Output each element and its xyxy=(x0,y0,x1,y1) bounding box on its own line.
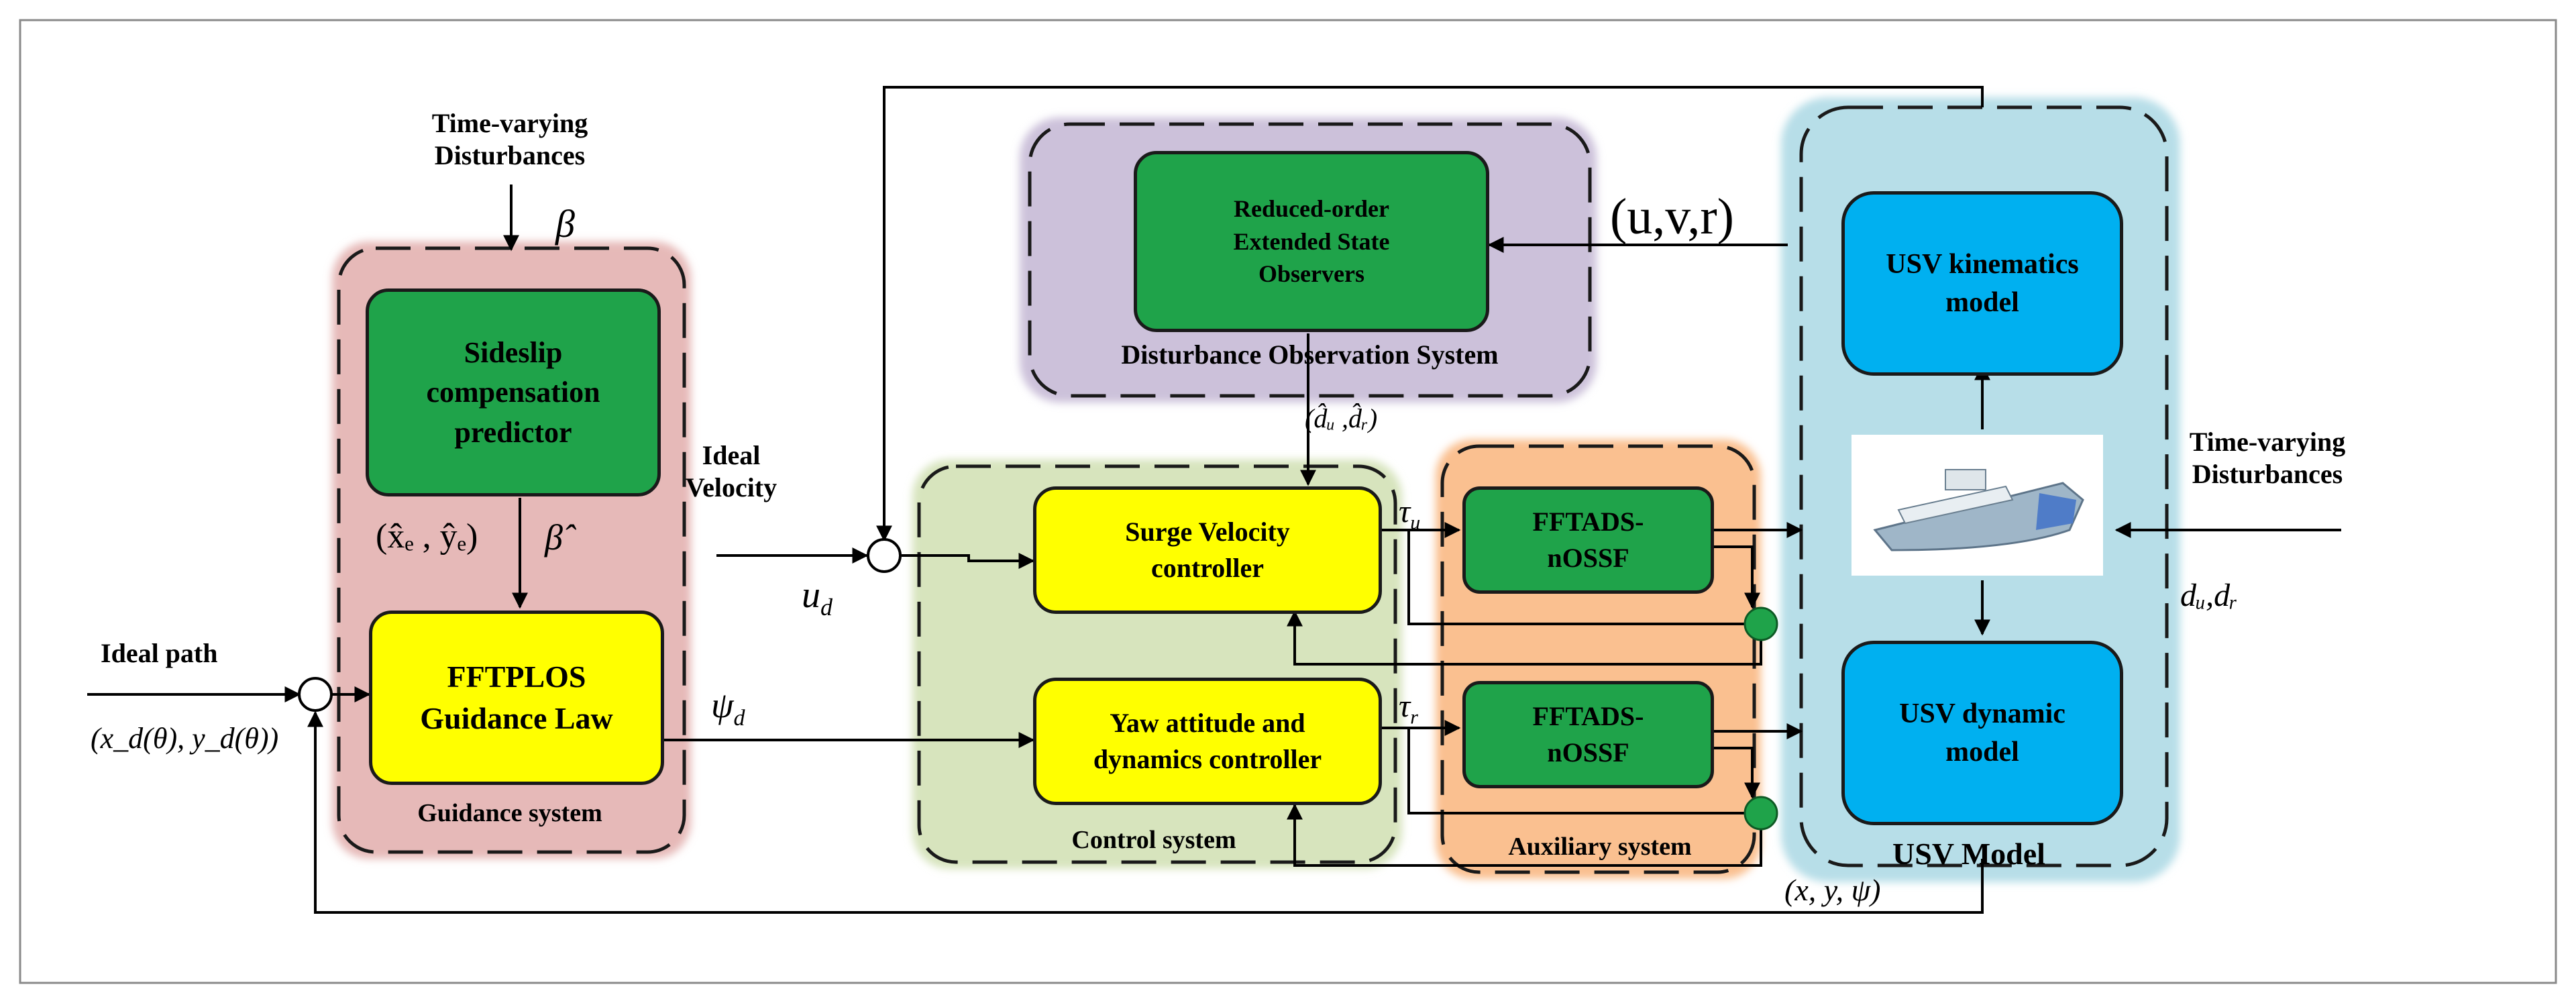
tau-u-branch xyxy=(1407,530,1744,625)
eso-line-3: Observers xyxy=(1258,260,1364,288)
fftads2-line-2: nOSSF xyxy=(1547,737,1629,768)
beta-hat-label: β̂ xyxy=(545,517,563,558)
fftads1-line-2: nOSSF xyxy=(1547,543,1629,573)
guidance-system-label: Guidance system xyxy=(417,799,602,827)
sideslip-line-1: Sideslip xyxy=(464,335,563,369)
surge-line-1: Surge Velocity xyxy=(1125,517,1290,547)
kinematics-line-1: USV kinematics xyxy=(1886,248,2079,280)
sideslip-line-3: predictor xyxy=(454,415,572,449)
tau-u-label: τu xyxy=(1399,493,1420,535)
top-feedback-line xyxy=(876,86,1984,542)
fftplos-line-2: Guidance Law xyxy=(420,701,613,735)
control-system-label: Control system xyxy=(1071,826,1236,854)
eso-line-1: Reduced-order xyxy=(1234,195,1389,223)
u-d-label: ud xyxy=(802,574,833,621)
beta-label: β xyxy=(555,202,575,246)
guidance-system-border xyxy=(337,246,686,854)
yaw-controller-block: Yaw attitude and dynamics controller xyxy=(1033,678,1382,805)
tau-u-sub: u xyxy=(1410,511,1421,534)
fftads1-line-1: FFTADS- xyxy=(1532,507,1644,537)
uvr-label: (u,v,r) xyxy=(1610,189,1734,245)
fftplos-line-1: FFTPLOS xyxy=(447,659,586,694)
ideal-velocity-line-1: Ideal xyxy=(702,440,761,470)
psi-d-main: ψ xyxy=(711,685,734,725)
du-dr-hat-label: (d̂ᵤ ,d̂ᵣ) xyxy=(1305,403,1378,433)
usv-dynamic-block: USV dynamic model xyxy=(1841,641,2123,825)
dynamic-line-1: USV dynamic xyxy=(1899,698,2065,729)
ship-image xyxy=(1851,435,2103,576)
fftads-block-1: FFTADS- nOSSF xyxy=(1462,486,1714,594)
usv-model-label: USV Model xyxy=(1892,837,2045,871)
junction2-to-surge xyxy=(902,553,1035,569)
psi-d-label: ψd xyxy=(711,684,745,731)
eso-block: Reduced-order Extended State Observers xyxy=(1134,151,1489,332)
time-varying-right-line-2: Disturbances xyxy=(2192,459,2343,489)
usv-model-border xyxy=(1799,105,2169,867)
ideal-velocity-line-2: Velocity xyxy=(685,472,777,503)
yaw-line-1: Yaw attitude and xyxy=(1110,708,1305,738)
auxiliary-system-border xyxy=(1440,444,1756,874)
bottom-feedback-line xyxy=(307,710,1984,914)
surge-line-2: controller xyxy=(1150,553,1265,583)
signal-lines xyxy=(87,86,2341,914)
surge-controller-block: Surge Velocity controller xyxy=(1033,486,1382,614)
junction-dot-2 xyxy=(1743,796,1778,831)
path-expression-label: (x_d(θ), y_d(θ)) xyxy=(91,722,279,755)
xe-ye-label: (x̂ₑ , ŷₑ) xyxy=(376,517,478,556)
tau-r-branch xyxy=(1407,728,1744,814)
time-varying-left-line-1: Time-varying xyxy=(431,108,588,138)
tau-u-main: τ xyxy=(1399,494,1411,529)
tau-r-label: τr xyxy=(1399,688,1418,729)
du-dr-label: dᵤ,dᵣ xyxy=(2180,578,2238,613)
sideslip-line-2: compensation xyxy=(426,376,600,409)
xy-psi-label: (x, y, ψ) xyxy=(1784,873,1881,907)
sideslip-predictor-block: Sideslip compensation predictor xyxy=(366,288,661,496)
psi-d-sub: d xyxy=(733,705,745,731)
fftads2-to-dot xyxy=(1714,747,1760,799)
dot1-feedback xyxy=(1287,610,1762,666)
outer-frame xyxy=(19,19,2557,984)
time-varying-left-line-2: Disturbances xyxy=(434,140,586,170)
summing-junction-1 xyxy=(298,677,333,712)
auxiliary-system-label: Auxiliary system xyxy=(1508,833,1692,861)
dot2-feedback xyxy=(1287,803,1762,867)
tau-r-main: τ xyxy=(1399,688,1411,724)
yaw-line-2: dynamics controller xyxy=(1093,744,1322,774)
summing-junction-2 xyxy=(867,538,902,573)
time-varying-left-label: Time-varying Disturbances xyxy=(376,107,644,172)
fftads-block-2: FFTADS- nOSSF xyxy=(1462,681,1714,788)
dynamic-line-2: model xyxy=(1945,736,2019,768)
ideal-path-label: Ideal path xyxy=(101,638,218,668)
u-d-sub: d xyxy=(820,594,833,621)
u-d-main: u xyxy=(802,574,820,616)
eso-line-2: Extended State xyxy=(1233,227,1390,255)
time-varying-right-line-1: Time-varying xyxy=(2189,427,2346,457)
disturbance-system-label: Disturbance Observation System xyxy=(1121,339,1499,370)
junction-dot-1 xyxy=(1743,606,1778,641)
kinematics-line-2: model xyxy=(1945,286,2019,318)
fftplos-guidance-block: FFTPLOS Guidance Law xyxy=(369,611,664,785)
time-varying-right-label: Time-varying Disturbances xyxy=(2133,426,2402,490)
fftads1-to-dot xyxy=(1714,545,1760,609)
ideal-velocity-label: Ideal Velocity xyxy=(664,439,798,504)
tau-r-sub: r xyxy=(1410,706,1418,729)
fftads2-line-1: FFTADS- xyxy=(1532,701,1644,731)
usv-kinematics-block: USV kinematics model xyxy=(1841,191,2123,376)
